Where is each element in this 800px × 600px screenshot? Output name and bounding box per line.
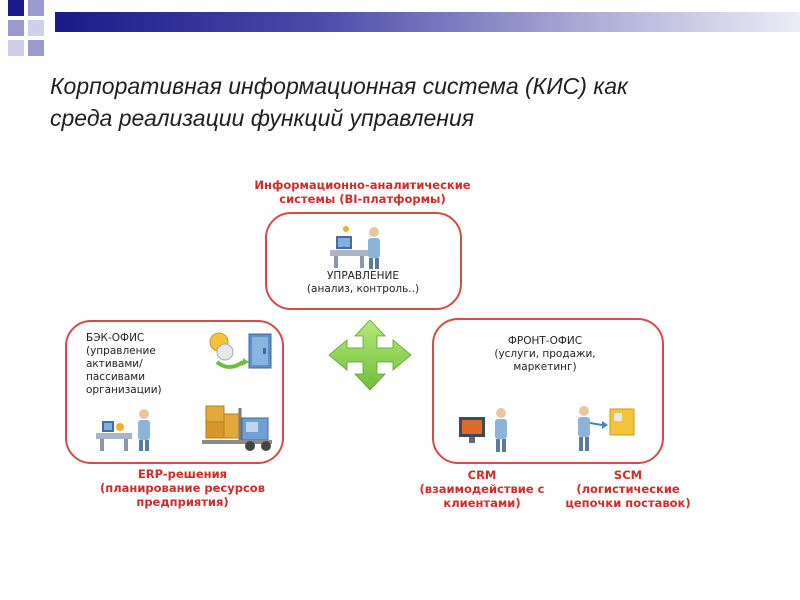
slide-title-line2: среда реализации функций управления <box>50 105 475 131</box>
back-office-line2: активами/ <box>86 358 143 370</box>
management-subtitle: (анализ, контроль..) <box>306 283 420 295</box>
header-square-5 <box>8 40 24 56</box>
front-office-line2: маркетинг) <box>513 361 577 373</box>
scm-line2: (логистические <box>576 482 680 496</box>
header-gradient-bar <box>55 12 800 32</box>
header-square-1 <box>8 0 24 16</box>
slide-title-line1: Корпоративная информационная система (КИ… <box>50 73 628 99</box>
back-office-title: БЭК-ОФИС <box>86 332 145 344</box>
bi-header-line1: Информационно-аналитические <box>254 178 471 192</box>
crm-monitor-person-icon <box>459 408 507 452</box>
manager-at-desk-icon <box>330 226 380 269</box>
back-office-line4: организации) <box>86 384 162 396</box>
erp-line1: ERP-решения <box>137 467 228 481</box>
crm-line1: CRM <box>467 468 497 482</box>
scm-label: SCM (логистические цепочки поставок) <box>558 468 698 510</box>
erp-label: ERP-решения (планирование ресурсов предп… <box>75 467 290 509</box>
header-square-3 <box>8 20 24 36</box>
front-office-text: ФРОНТ-ОФИС (услуги, продажи, маркетинг) <box>440 335 650 374</box>
back-office-line3: пассивами <box>86 371 146 383</box>
bi-header: Информационно-аналитические системы (BI-… <box>220 178 505 206</box>
worker-at-desk-icon <box>96 409 150 451</box>
header-square-6 <box>28 40 44 56</box>
coins-to-vault-icon <box>209 332 272 369</box>
scm-line3: цепочки поставок) <box>565 496 691 510</box>
forklift-boxes-icon <box>202 405 272 451</box>
four-way-arrow-icon <box>328 319 412 391</box>
back-office-line1: (управление <box>86 345 156 357</box>
erp-line2: (планирование ресурсов <box>100 481 265 495</box>
header-square-2 <box>28 0 44 16</box>
management-title: УПРАВЛЕНИЕ <box>327 270 399 282</box>
crm-line2: (взаимодействие с <box>419 482 545 496</box>
scm-line1: SCM <box>613 468 643 482</box>
header-square-4 <box>28 20 44 36</box>
management-box-text: УПРАВЛЕНИЕ (анализ, контроль..) <box>268 270 458 296</box>
slide-title: Корпоративная информационная система (КИ… <box>50 70 770 134</box>
crm-label: CRM (взаимодействие с клиентами) <box>412 468 552 510</box>
erp-line3: предприятия) <box>136 495 229 509</box>
scm-handoff-person-icon <box>578 406 635 451</box>
bi-header-line2: системы (BI-платформы) <box>279 192 446 206</box>
back-office-text: БЭК-ОФИС (управление активами/ пассивами… <box>86 332 206 397</box>
crm-line3: клиентами) <box>443 496 521 510</box>
front-office-line1: (услуги, продажи, <box>494 348 596 360</box>
front-office-title: ФРОНТ-ОФИС <box>507 335 583 347</box>
